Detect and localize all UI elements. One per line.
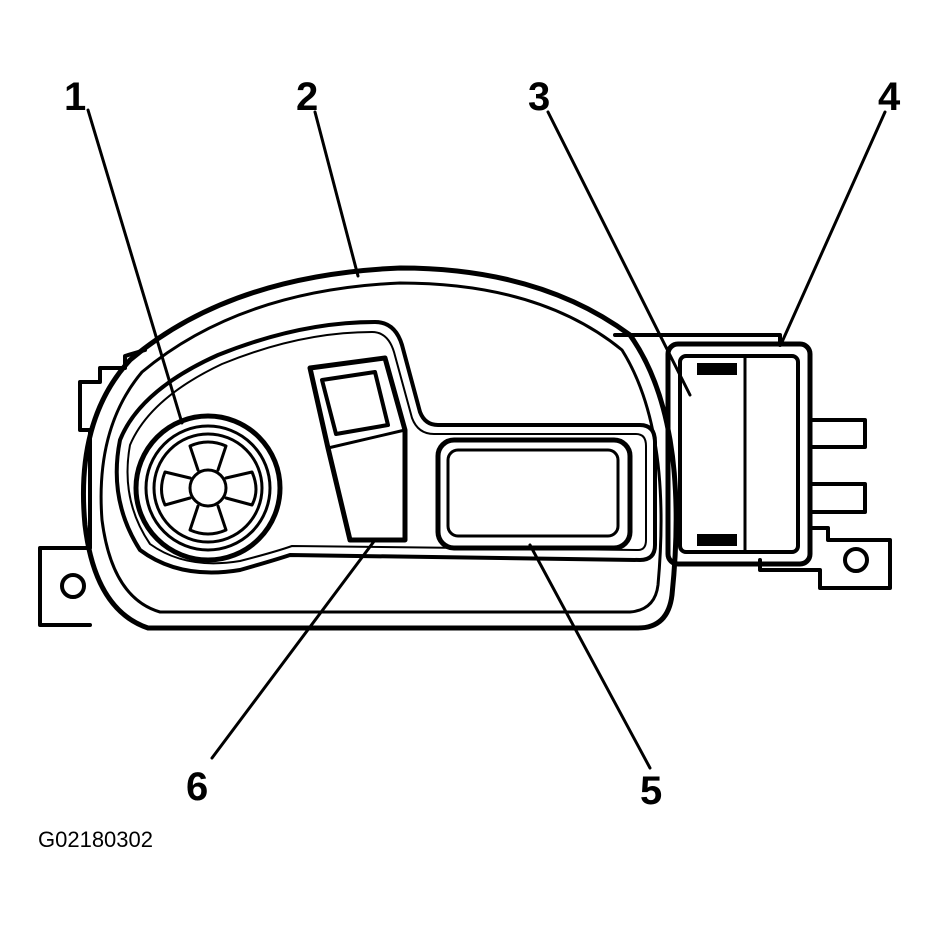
left-mount-hole — [60, 573, 86, 599]
callout-3: 3 — [528, 75, 550, 119]
connector-pins — [810, 418, 867, 514]
display-window — [435, 437, 633, 551]
callout-5: 5 — [640, 769, 662, 813]
bezel-housing — [80, 265, 679, 631]
blower-knob — [133, 413, 283, 563]
right-mount-hole — [843, 547, 869, 573]
upper-latch — [697, 363, 737, 375]
push-switch — [307, 355, 408, 543]
callout-2: 2 — [296, 75, 318, 119]
leader-lines — [86, 108, 887, 770]
figure-id: G02180302 — [38, 827, 153, 852]
lower-latch — [697, 534, 737, 546]
callout-4: 4 — [878, 75, 901, 119]
callout-1: 1 — [64, 75, 86, 119]
module-housing — [665, 341, 813, 567]
callout-6: 6 — [186, 765, 208, 809]
